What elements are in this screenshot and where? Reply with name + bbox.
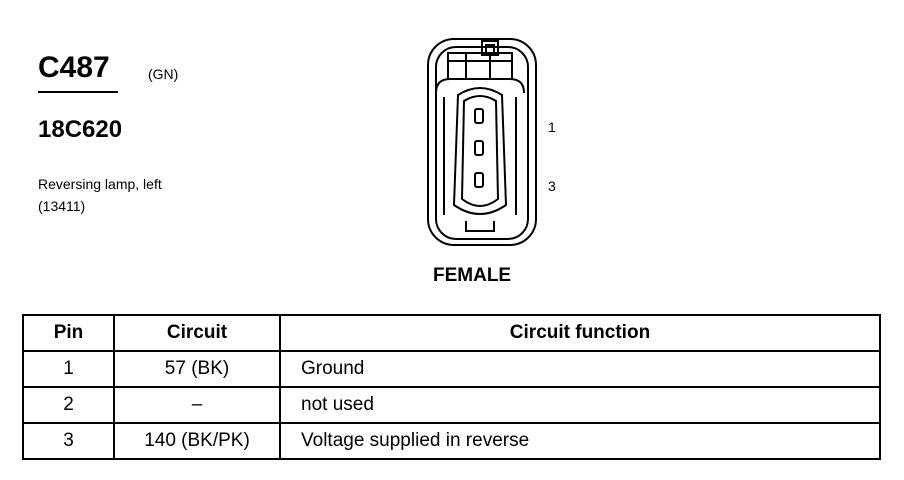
housing-outer	[427, 38, 537, 246]
header-pin: Pin	[22, 314, 115, 352]
connector-description: Reversing lamp, left	[38, 176, 162, 192]
cell-function: not used	[279, 386, 881, 424]
cell-circuit: 140 (BK/PK)	[113, 422, 281, 460]
pin-body-outer	[452, 87, 508, 215]
connector-gender-label: FEMALE	[433, 265, 512, 286]
table-row: 3 140 (BK/PK) Voltage supplied in revers…	[22, 422, 881, 460]
cell-function: Ground	[279, 350, 881, 388]
pin-label-3: 3	[548, 178, 556, 194]
pin-body-inner	[460, 95, 500, 207]
pin-socket-1	[474, 108, 484, 124]
cell-circuit: –	[113, 386, 281, 424]
bottom-key	[465, 221, 495, 232]
table-header-row: Pin Circuit Circuit function	[22, 314, 881, 352]
connector-id: C487	[38, 51, 110, 84]
cell-pin: 2	[22, 386, 115, 424]
connector-id-underline	[38, 91, 118, 93]
pin-table: Pin Circuit Circuit function 1 57 (BK) G…	[22, 314, 881, 460]
header-circuit: Circuit	[113, 314, 281, 352]
connector-face-diagram	[427, 38, 537, 246]
pin-socket-2	[474, 140, 484, 156]
table-row: 2 – not used	[22, 386, 881, 424]
pin-socket-3	[474, 172, 484, 188]
cell-circuit: 57 (BK)	[113, 350, 281, 388]
header-circuit-function: Circuit function	[279, 314, 881, 352]
cell-function: Voltage supplied in reverse	[279, 422, 881, 460]
cell-pin: 3	[22, 422, 115, 460]
connector-description-ref: (13411)	[38, 198, 86, 214]
pin-label-1: 1	[548, 119, 556, 135]
cell-pin: 1	[22, 350, 115, 388]
table-row: 1 57 (BK) Ground	[22, 350, 881, 388]
part-number: 18C620	[38, 116, 123, 143]
connector-color-code: (GN)	[148, 66, 179, 82]
